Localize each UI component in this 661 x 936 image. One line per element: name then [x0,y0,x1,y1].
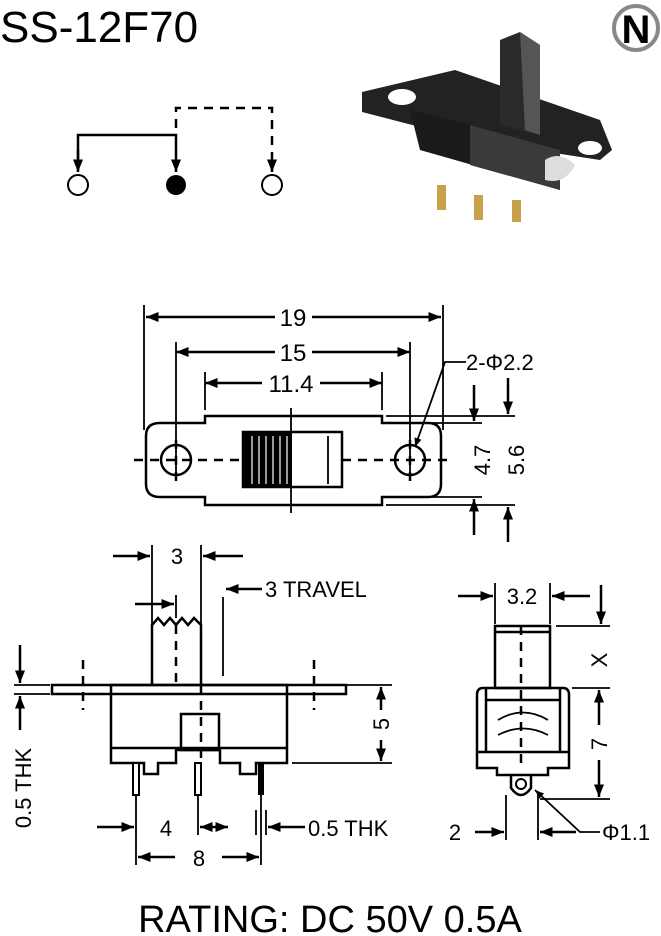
terminal-common-icon [166,175,186,195]
dim-stem-width: 3 [171,544,183,569]
dim-stem-depth: 3.2 [507,584,538,609]
dim-lug-width: 2 [449,820,461,845]
lug-hole-label: Φ1.1 [602,820,650,845]
dim-body-height: 5 [369,718,394,730]
dim-body-length: 11.4 [269,371,314,398]
dim-stem-height: X [587,652,612,667]
top-view-drawing: 19 15 11.4 2-Φ2.2 4.7 5.6 [134,305,534,542]
dim-flange-width: 5.6 [504,445,529,476]
end-view-drawing: 3.2 X 7 2 Φ1.1 [449,583,650,845]
dim-overall-length: 19 [280,305,307,332]
terminal-open-icon [261,174,283,196]
switch-schematic [67,106,283,196]
side-view-drawing: 3 3 TRAVEL 5 0.5 THK 4 0.5 THK 8 [11,544,394,871]
travel-label: 3 TRAVEL [265,577,367,602]
dim-pin-pitch: 4 [160,816,172,841]
dim-body-depth: 7 [587,738,612,750]
rating-label: RATING: DC 50V 0.5A [138,899,522,936]
dim-hole-pitch: 15 [280,340,307,367]
hole-callout: 2-Φ2.2 [466,350,534,375]
terminal-open-icon [67,174,89,196]
dim-pin-span: 8 [193,846,205,871]
model-title: SS-12F70 [0,3,198,52]
flange-thickness-label: 0.5 THK [11,748,36,829]
product-image [362,32,612,222]
dim-body-width: 4.7 [470,445,495,476]
pin-thickness-label: 0.5 THK [308,816,389,841]
logo-letter: N [622,8,651,52]
brand-logo: N [612,4,660,52]
